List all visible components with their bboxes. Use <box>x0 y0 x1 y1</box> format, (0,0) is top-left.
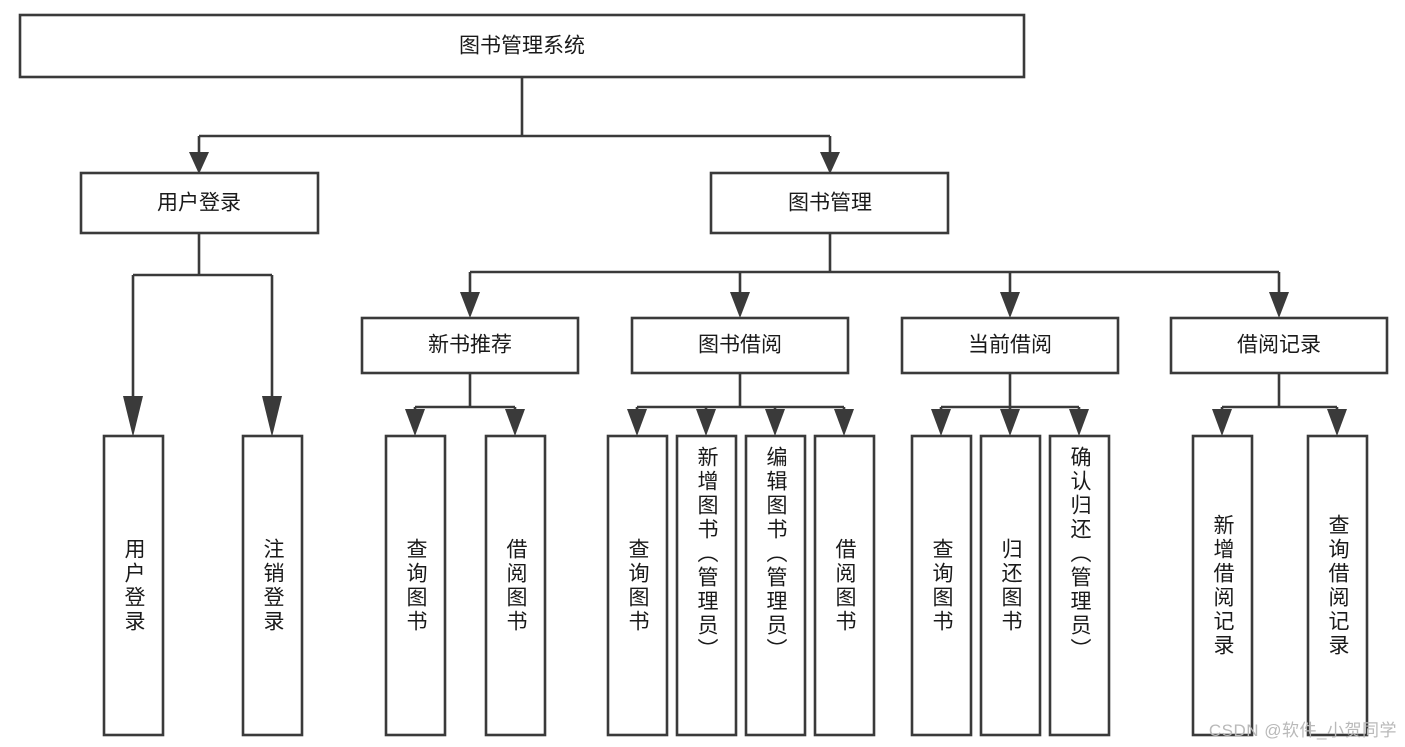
node-user-login-label: 用户登录 <box>157 192 241 215</box>
edge-borrowrecord-bus <box>1220 373 1339 414</box>
arrowhead-to-leaf-user-logout <box>262 396 282 437</box>
arrowhead-to-leaf-borrow-do <box>834 409 854 436</box>
node-root-box[interactable] <box>18 13 1026 79</box>
arrowhead-to-leaf-cur-confirm <box>1069 409 1089 436</box>
watermark-text: CSDN @软件_小贺同学 <box>1208 721 1397 740</box>
node-new-book-rec-box[interactable] <box>360 316 580 375</box>
node-root-label: 图书管理系统 <box>459 35 585 58</box>
leaf-rec-query-box[interactable] <box>384 434 447 737</box>
leaf-cur-return-box[interactable] <box>979 434 1042 737</box>
arrowhead-to-current-borrow <box>1000 292 1020 318</box>
arrowhead-to-book-mgmt <box>820 152 840 174</box>
node-book-mgmt-box[interactable] <box>709 171 950 235</box>
edge-bookborrow-bus <box>635 373 846 414</box>
leaf-borrow-query-box[interactable] <box>606 434 669 737</box>
arrowhead-to-borrow-record <box>1269 292 1289 318</box>
arrowhead-to-book-borrow <box>730 292 750 318</box>
edge-bookmgmt-bus <box>468 233 1281 297</box>
arrowhead-to-leaf-borrow-query <box>627 409 647 436</box>
node-borrow-record-label: 借阅记录 <box>1237 334 1321 357</box>
node-borrow-record-box[interactable] <box>1169 316 1389 375</box>
leaf-cur-confirm-box[interactable] <box>1048 434 1111 737</box>
leaf-borrow-do-box[interactable] <box>813 434 876 737</box>
arrowhead-to-new-book-rec <box>460 292 480 318</box>
leaf-cur-query-box[interactable] <box>910 434 973 737</box>
arrowhead-to-leaf-user-login <box>123 396 143 437</box>
leaf-borrow-edit-box[interactable] <box>744 434 807 737</box>
edge-currentborrow-bus <box>939 373 1081 414</box>
leaf-record-query-box[interactable] <box>1306 434 1369 737</box>
arrowhead-to-leaf-rec-query <box>405 409 425 436</box>
arrowhead-to-user-login <box>189 152 209 174</box>
arrowhead-to-leaf-cur-query <box>931 409 951 436</box>
arrowhead-to-leaf-borrow-edit <box>765 409 785 436</box>
node-user-login-box[interactable] <box>79 171 320 235</box>
node-book-mgmt-label: 图书管理 <box>788 192 872 215</box>
node-current-borrow-box[interactable] <box>900 316 1120 375</box>
node-book-borrow-label: 图书借阅 <box>698 334 782 357</box>
arrowhead-to-leaf-rec-borrow <box>505 409 525 436</box>
arrowhead-to-leaf-record-add <box>1212 409 1232 436</box>
leaf-borrow-add-box[interactable] <box>675 434 738 737</box>
arrowhead-to-leaf-cur-return <box>1000 409 1020 436</box>
arrowhead-to-leaf-record-query <box>1327 409 1347 436</box>
leaf-user-logout-box[interactable] <box>241 434 304 737</box>
nodes-layer: 图书管理系统 用户登录 图书管理 新书推荐 图书借阅 当前借阅 借阅记录 <box>18 13 1389 737</box>
leaf-record-add-box[interactable] <box>1191 434 1254 737</box>
connectors-layer <box>123 78 1347 437</box>
node-current-borrow-label: 当前借阅 <box>968 334 1052 357</box>
node-new-book-rec-label: 新书推荐 <box>428 334 512 357</box>
arrowhead-to-leaf-borrow-add <box>696 409 716 436</box>
leaf-rec-borrow-box[interactable] <box>484 434 547 737</box>
edge-root-bus <box>197 78 832 157</box>
edge-userlogin-bus <box>131 233 274 400</box>
leaf-user-login-box[interactable] <box>102 434 165 737</box>
node-book-borrow-box[interactable] <box>630 316 850 375</box>
edge-newbookrec-bus <box>413 373 517 414</box>
